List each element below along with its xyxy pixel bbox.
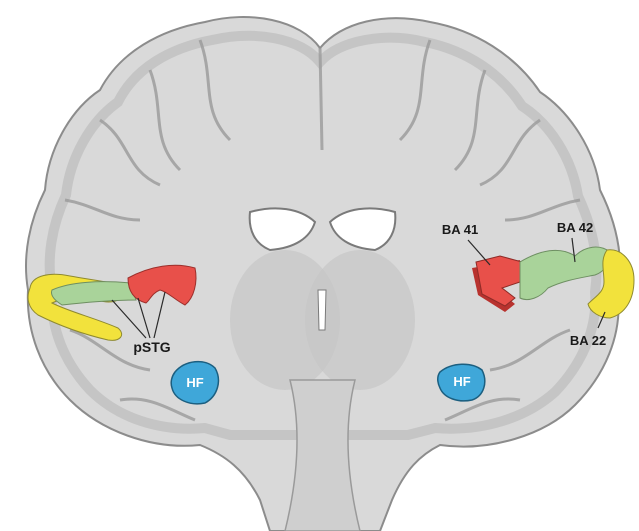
- third-ventricle: [318, 290, 326, 330]
- ba41-label: BA 41: [442, 222, 478, 237]
- pstg-label: pSTG: [133, 339, 170, 355]
- brainstem: [285, 380, 360, 531]
- ba22-label: BA 22: [570, 333, 606, 348]
- hf-left-label: HF: [186, 375, 203, 390]
- hf-right-label: HF: [453, 374, 470, 389]
- ba42-label: BA 42: [557, 220, 593, 235]
